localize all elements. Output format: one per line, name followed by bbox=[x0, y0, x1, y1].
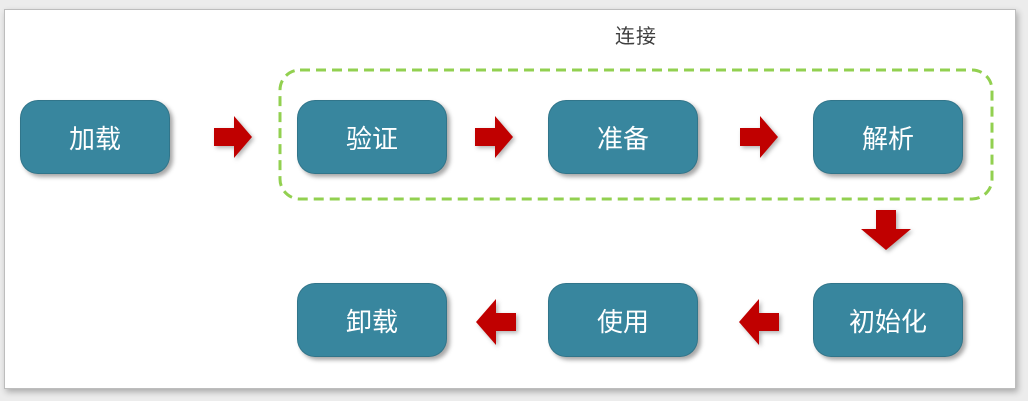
arrow-down-icon bbox=[861, 210, 911, 250]
flow-node-verify-label: 验证 bbox=[345, 123, 398, 154]
arrow-left-icon bbox=[739, 299, 779, 345]
arrow-right-icon bbox=[740, 116, 778, 158]
flow-node-resolve-label: 解析 bbox=[861, 123, 914, 154]
flow-node-unload: 卸载 bbox=[297, 283, 447, 357]
flow-node-initialize: 初始化 bbox=[813, 283, 963, 357]
arrow-right-icon bbox=[214, 116, 252, 158]
flow-node-use: 使用 bbox=[548, 283, 698, 357]
arrow-right-icon bbox=[475, 116, 513, 158]
flow-node-load-label: 加载 bbox=[68, 123, 121, 154]
flow-node-initialize-label: 初始化 bbox=[848, 306, 927, 337]
flow-node-unload-label: 卸载 bbox=[345, 306, 398, 337]
link-phase-label: 连接 bbox=[615, 26, 657, 48]
link-phase-group-border bbox=[278, 68, 994, 201]
flow-node-prepare-label: 准备 bbox=[596, 123, 649, 154]
arrow-left-icon bbox=[476, 299, 516, 345]
flow-node-verify: 验证 bbox=[297, 100, 447, 174]
flow-node-load: 加载 bbox=[20, 100, 170, 174]
flow-node-resolve: 解析 bbox=[813, 100, 963, 174]
flow-node-use-label: 使用 bbox=[596, 306, 649, 337]
flow-node-prepare: 准备 bbox=[548, 100, 698, 174]
